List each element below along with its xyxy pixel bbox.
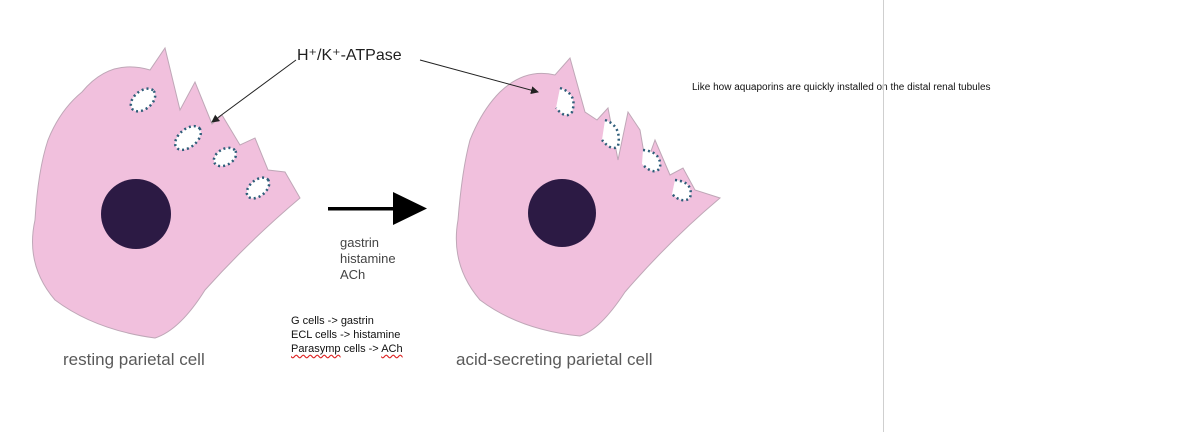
source-cells-note: G cells -> gastrin ECL cells -> histamin… bbox=[291, 314, 403, 356]
note-word-parasymp: Parasymp bbox=[291, 343, 341, 355]
stimulus-gastrin: gastrin bbox=[340, 235, 380, 250]
note-line-g-cells: G cells -> gastrin bbox=[291, 315, 374, 327]
resting-vesicles bbox=[129, 87, 271, 200]
secreting-cell-caption: acid-secreting parietal cell bbox=[456, 350, 653, 369]
secreting-cell bbox=[455, 56, 722, 337]
margin-divider bbox=[883, 0, 884, 432]
secreting-nucleus bbox=[528, 179, 596, 247]
note-line3-middle: cells -> bbox=[340, 343, 382, 355]
stimulus-histamine: histamine bbox=[340, 251, 396, 266]
side-comment: Like how aquaporins are quickly installe… bbox=[692, 82, 991, 93]
secreting-vesicles bbox=[555, 86, 692, 202]
stimuli-list: gastrin histamine ACh bbox=[340, 235, 396, 283]
note-line-parasymp: Parasymp cells -> ACh bbox=[291, 342, 403, 356]
note-word-ach: ACh bbox=[381, 343, 403, 355]
enzyme-label: H⁺/K⁺-ATPase bbox=[297, 47, 402, 64]
resting-cell bbox=[32, 46, 301, 339]
enzyme-pointer-left bbox=[211, 59, 297, 123]
note-line-ecl-cells: ECL cells -> histamine bbox=[291, 329, 401, 341]
resting-cell-body bbox=[32, 46, 301, 339]
resting-cell-caption: resting parietal cell bbox=[63, 350, 205, 369]
transition-arrow bbox=[328, 192, 427, 225]
resting-nucleus bbox=[101, 179, 171, 249]
enzyme-pointer-right bbox=[419, 59, 539, 95]
stimulus-ach: ACh bbox=[340, 267, 366, 282]
